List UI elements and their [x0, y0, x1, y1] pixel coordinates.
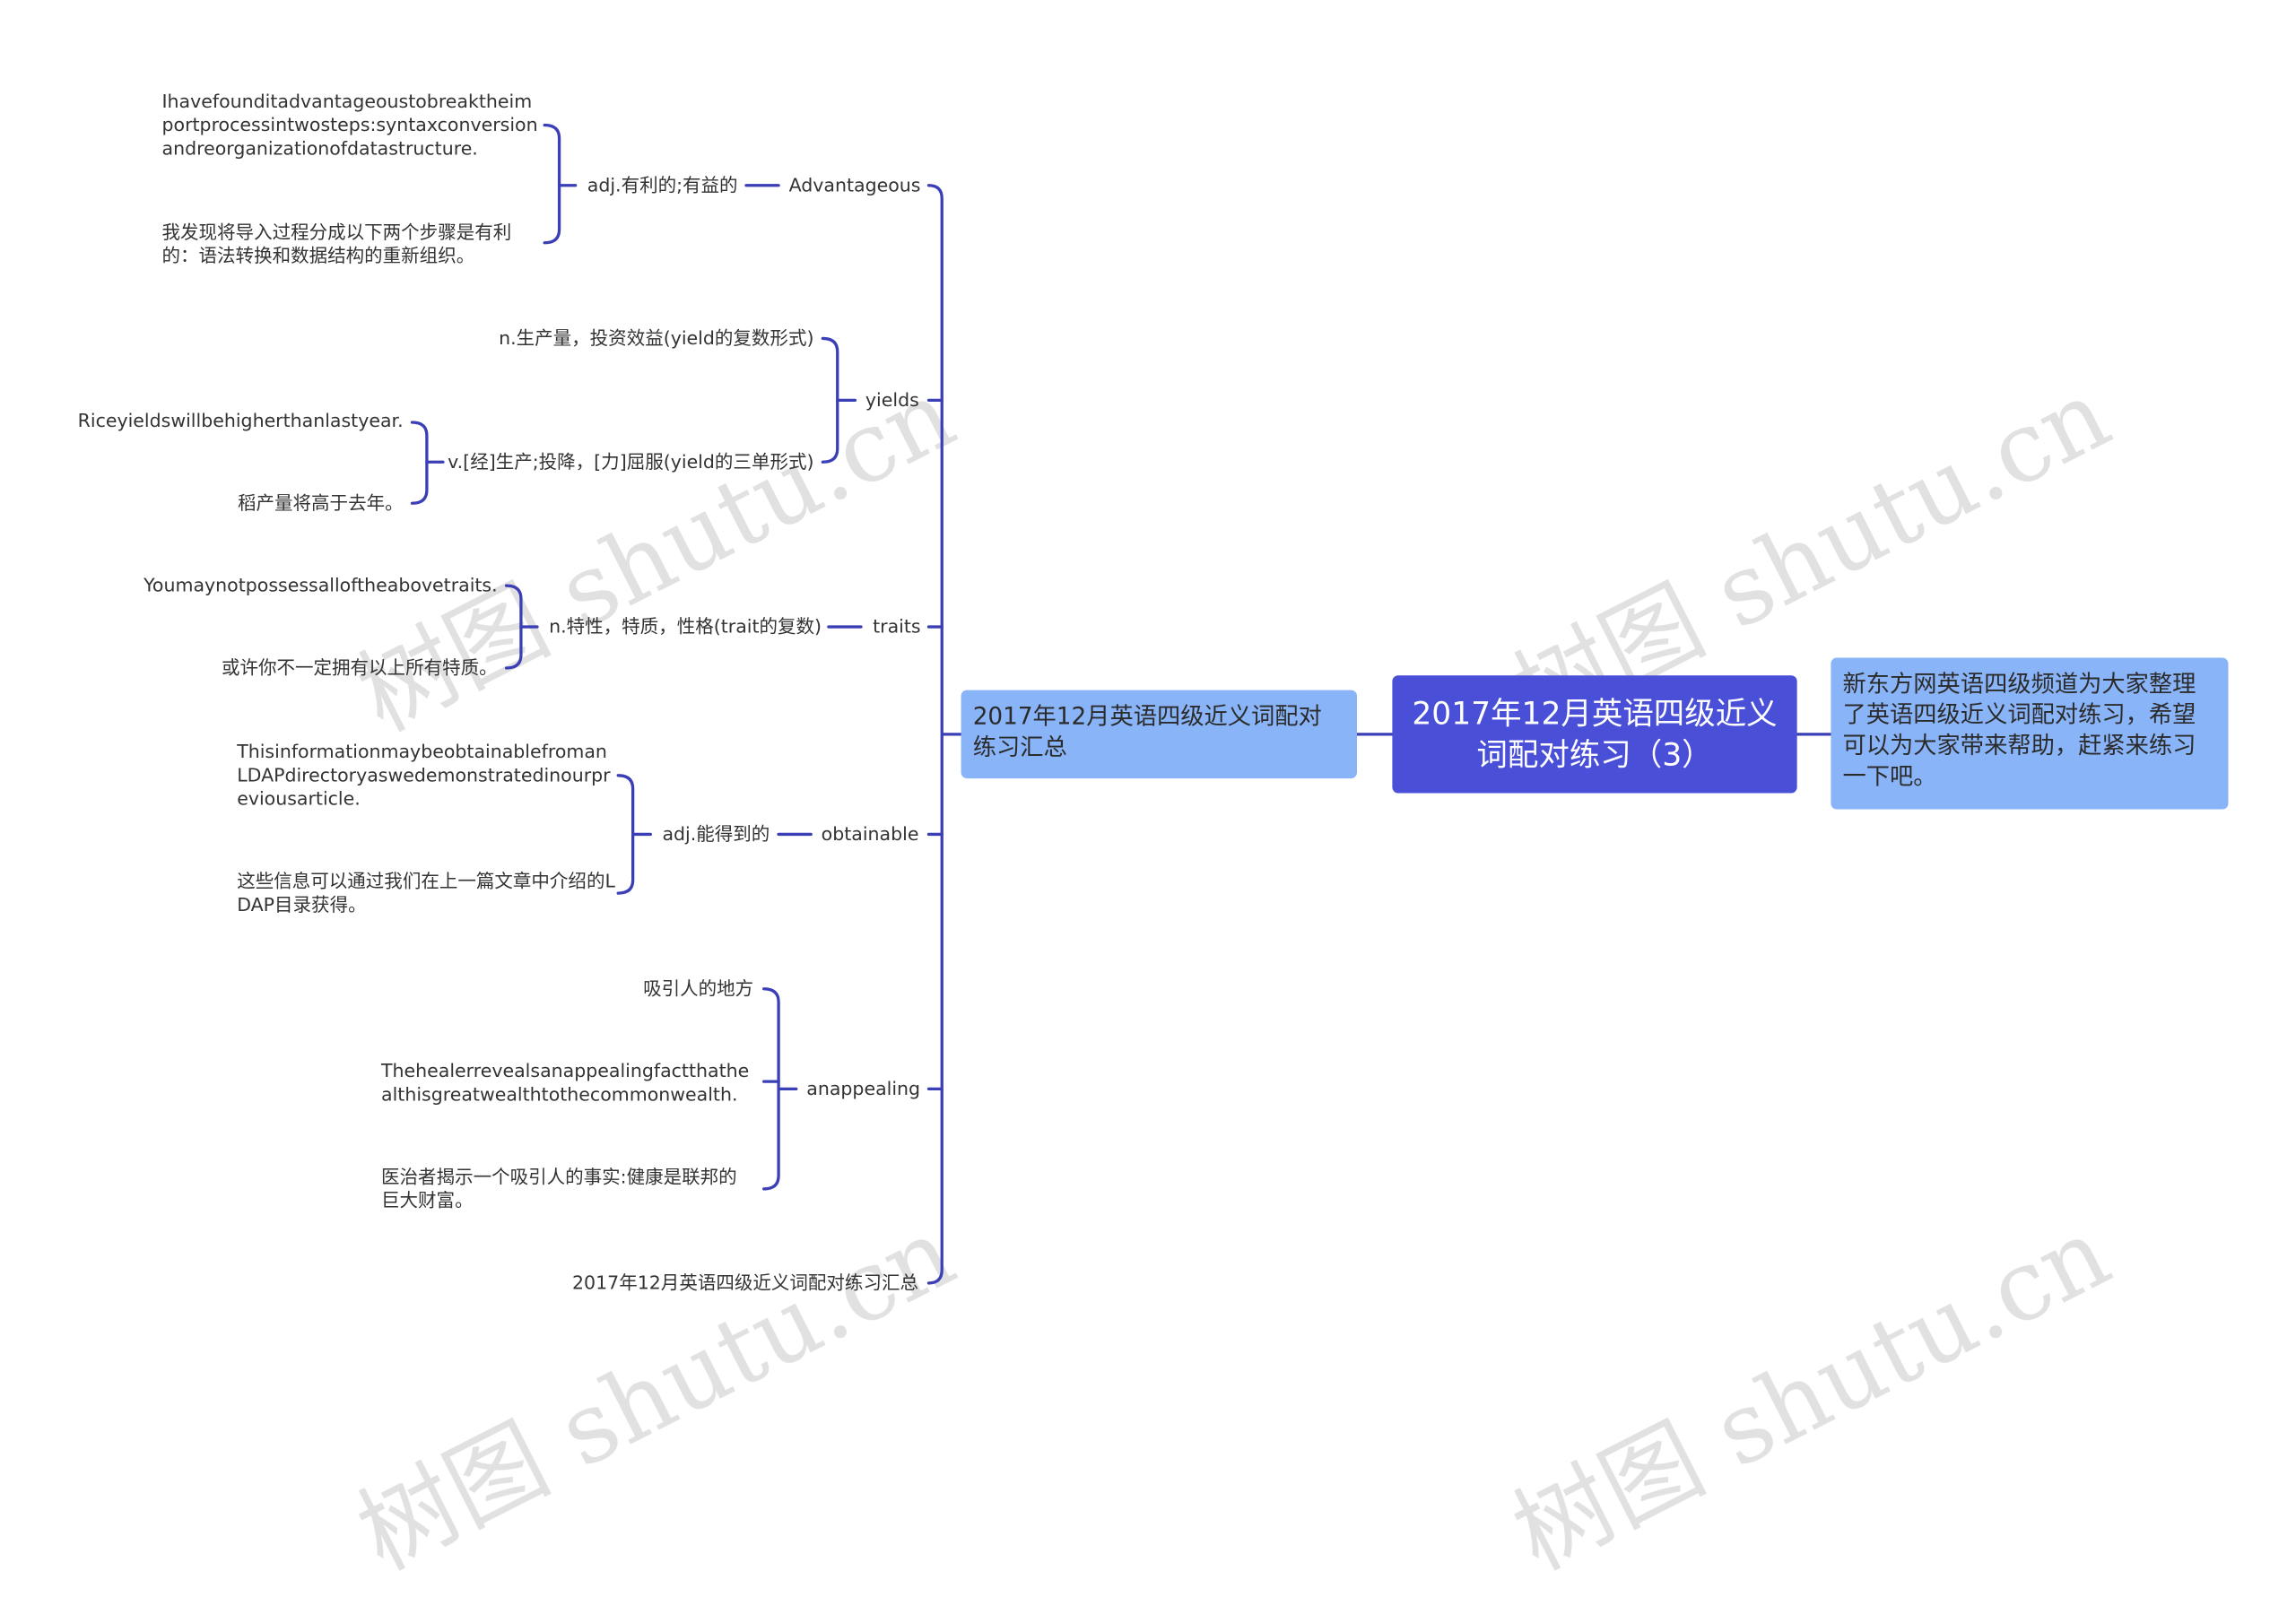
example-en-advantageous[interactable]: Ihavefounditadvantageoustobreaktheimport… [161, 90, 538, 160]
summary-link[interactable]: 2017年12月英语四级近义词配对练习汇总 [571, 1271, 918, 1294]
example-en-obtainable[interactable]: ThisinformationmaybeobtainablefromanLDAP… [237, 740, 611, 810]
word-anappealing[interactable]: anappealing [806, 1077, 921, 1099]
example-zh-yields[interactable]: 稻产量将高于去年。 [237, 491, 404, 514]
word-traits[interactable]: traits [873, 614, 921, 638]
connector-lines [410, 123, 1833, 1285]
mind-map: 树图 shutu.cn 树图 shutu.cn 树图 shutu.cn 树图 s… [77, 90, 2229, 1593]
example-en-traits[interactable]: Youmaynotpossessalloftheabovetraits. [144, 573, 498, 596]
example-zh-advantageous[interactable]: 我发现将导入过程分成以下两个步骤是有利的：语法转换和数据结构的重新组织。 [161, 221, 512, 267]
word-obtainable[interactable]: obtainable [821, 822, 919, 845]
meaning-verb-yields[interactable]: v.[经]生产;投降，[力]屈服(yield的三单形式) [448, 450, 814, 473]
word-yields[interactable]: yields [865, 388, 919, 411]
meaning-noun-yields[interactable]: n.生产量，投资效益(yield的复数形式) [499, 326, 814, 349]
meaning-traits[interactable]: n.特性，特质，性格(trait的复数) [549, 614, 822, 638]
central-topic-label: 2017年12月英语四级近义词配对练习（3） [1412, 696, 1778, 773]
meaning-obtainable[interactable]: adj.能得到的 [662, 822, 770, 845]
meaning-anappealing[interactable]: 吸引人的地方 [643, 976, 754, 1000]
summary-branch-node[interactable]: 2017年12月英语四级近义词配对练习汇总 [961, 690, 1358, 779]
word-advantageous[interactable]: Advantageous [788, 173, 921, 196]
central-topic[interactable]: 2017年12月英语四级近义词配对练习（3） [1392, 675, 1797, 794]
example-zh-traits[interactable]: 或许你不一定拥有以上所有特质。 [221, 655, 498, 679]
example-en-anappealing[interactable]: Thehealerrevealsanappealingfactthathealt… [381, 1059, 750, 1106]
intro-node-label: 新东方网英语四级频道为大家整理了英语四级近义词配对练习，希望可以为大家带来帮助，… [1842, 669, 2196, 791]
example-en-yields[interactable]: Riceyieldswillbehigherthanlastyear. [77, 409, 404, 431]
example-zh-anappealing[interactable]: 医治者揭示一个吸引人的事实:健康是联邦的巨大财富。 [381, 1165, 737, 1211]
example-zh-obtainable[interactable]: 这些信息可以通过我们在上一篇文章中介绍的LDAP目录获得。 [237, 869, 615, 916]
intro-node[interactable]: 新东方网英语四级频道为大家整理了英语四级近义词配对练习，希望可以为大家带来帮助，… [1831, 657, 2229, 810]
summary-branch-label: 2017年12月英语四级近义词配对练习汇总 [972, 701, 1322, 761]
meaning-advantageous[interactable]: adj.有利的;有益的 [587, 173, 738, 196]
